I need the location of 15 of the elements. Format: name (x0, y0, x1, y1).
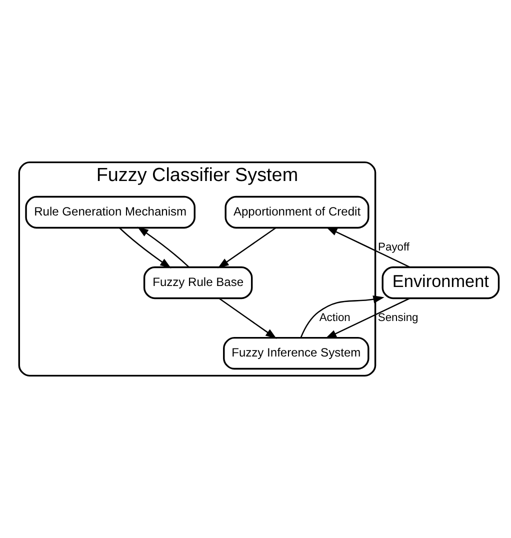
node-box: Rule Generation Mechanism (25, 196, 196, 229)
arrow (218, 298, 277, 339)
edge-label: Sensing (378, 312, 418, 324)
edge-label: Payoff (378, 241, 410, 254)
node-box: Apportionment of Credit (224, 196, 370, 229)
arrow (300, 295, 384, 338)
arrow (119, 228, 172, 268)
arrow (137, 226, 190, 268)
node-box: Environment (382, 266, 500, 300)
node-box: Fuzzy Rule Base (143, 266, 253, 300)
arrow (218, 227, 276, 268)
edge-label: Action (319, 312, 350, 324)
arrow (326, 227, 410, 268)
node-box: Fuzzy Inference System (223, 336, 370, 370)
arrow (325, 298, 410, 339)
